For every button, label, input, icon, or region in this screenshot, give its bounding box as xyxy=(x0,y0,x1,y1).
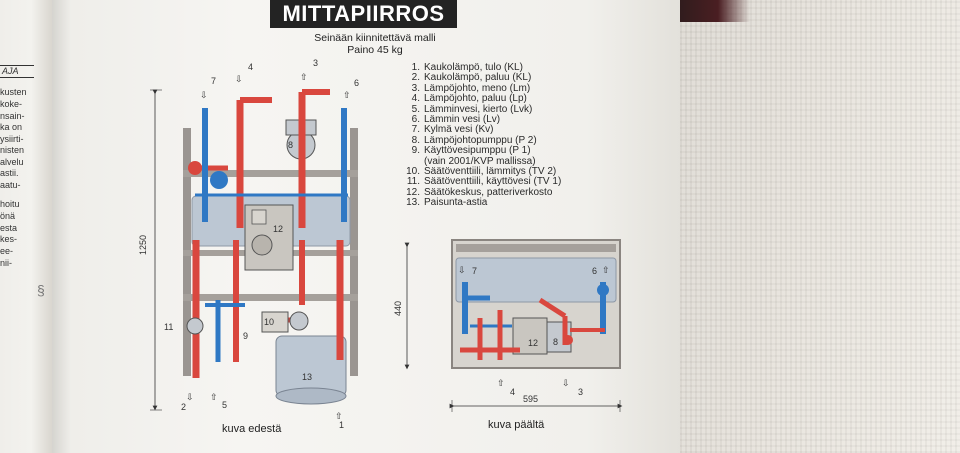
svg-text:⇧: ⇧ xyxy=(343,90,351,100)
front-height-dimension: 1250 xyxy=(138,235,148,255)
svg-text:⇧: ⇧ xyxy=(602,265,610,275)
legend-item: 11.Säätöventtiili, käyttövesi (TV 1) xyxy=(406,176,562,188)
svg-text:⇩: ⇩ xyxy=(562,378,570,388)
legend-item: 12.Säätökeskus, patteriverkosto xyxy=(406,186,553,198)
svg-text:⇩: ⇩ xyxy=(235,74,243,84)
left-page-fragment: nii- xyxy=(0,258,13,268)
top-callout-4: 4 xyxy=(510,387,515,397)
left-page-fragment: astii. xyxy=(0,168,19,178)
front-callout-8: 8 xyxy=(288,140,293,150)
left-page-fragment: koke- xyxy=(0,99,23,109)
binding-stitch-icon: § xyxy=(37,282,45,298)
top-height-dimension: 440 xyxy=(393,301,403,316)
top-width-dimension: 595 xyxy=(523,394,538,404)
front-callout-1: 1 xyxy=(339,420,344,430)
front-callout-5: 5 xyxy=(222,400,227,410)
legend-item: 13.Paisunta-astia xyxy=(406,197,488,209)
front-callout-6: 6 xyxy=(354,78,359,88)
svg-text:⇧: ⇧ xyxy=(300,72,308,82)
legend-item: 1.Kaukolämpö, tulo (KL) xyxy=(411,62,523,73)
front-callout-3: 3 xyxy=(313,58,318,68)
front-callout-12: 12 xyxy=(273,224,283,234)
left-page-fragment: ka on xyxy=(0,122,23,132)
top-callout-6: 6 xyxy=(592,266,597,276)
top-view-caption: kuva päältä xyxy=(488,419,545,431)
front-callout-10: 10 xyxy=(264,317,274,327)
front-callout-13: 13 xyxy=(302,372,312,382)
front-callout-11: 11 xyxy=(164,322,173,332)
tablecloth-background xyxy=(680,0,960,453)
left-page-fragment: hoitu xyxy=(0,199,20,209)
component-legend: 1.Kaukolämpö, tulo (KL) 2.Kaukolämpö, pa… xyxy=(398,62,562,209)
left-page-fragment: kes- xyxy=(0,234,18,244)
left-page-fragment: ee- xyxy=(0,246,14,256)
legend-item: 8.Lämpöjohtopumppu (P 2) xyxy=(411,134,537,146)
front-callout-9: 9 xyxy=(243,331,248,341)
top-callout-8: 8 xyxy=(553,337,558,347)
legend-item: 7.Kylmä vesi (Kv) xyxy=(411,124,494,136)
legend-item: 6.Lämmin vesi (Lv) xyxy=(411,113,501,125)
front-callout-2: 2 xyxy=(181,402,186,412)
top-callout-7: 7 xyxy=(472,266,477,276)
legend-item: 9.Käyttövesipumppu (P 1) xyxy=(411,145,531,157)
left-page-fragment: alvelu xyxy=(0,157,24,167)
top-view-diagram: 440 595 ⇩ ⇧ ⇧ ⇩ xyxy=(393,239,623,412)
front-callout-4: 4 xyxy=(248,62,253,72)
page-subtitle: Seinään kiinnitettävä malli xyxy=(314,32,436,44)
left-page-fragment: önä xyxy=(0,211,16,221)
top-callout-3: 3 xyxy=(578,387,583,397)
left-page-fragment: kusten xyxy=(0,87,27,97)
top-callout-12: 12 xyxy=(528,338,538,348)
legend-item: 10.Säätöventtiili, lämmitys (TV 2) xyxy=(406,165,557,177)
svg-text:⇩: ⇩ xyxy=(186,392,194,402)
svg-text:⇧: ⇧ xyxy=(210,392,218,402)
left-page-fragment: esta xyxy=(0,223,18,233)
left-page-heading: AJA xyxy=(0,65,34,78)
front-view-caption: kuva edestä xyxy=(222,423,282,435)
svg-text:⇧: ⇧ xyxy=(335,411,343,421)
legend-item: 5.Lämminvesi, kierto (Lvk) xyxy=(411,103,533,115)
weight-label: Paino 45 kg xyxy=(347,44,403,56)
legend-item: 2.Kaukolämpö, paluu (KL) xyxy=(411,72,532,84)
legend-item: (vain 2001/KVP mallissa) xyxy=(424,155,536,167)
left-page-fragment: nsain- xyxy=(0,111,25,121)
left-page-fragment: ysiirti- xyxy=(0,134,24,144)
legend-item: 3.Lämpöjohto, meno (Lm) xyxy=(411,82,531,94)
svg-text:⇩: ⇩ xyxy=(200,90,208,100)
svg-text:⇩: ⇩ xyxy=(458,265,466,275)
left-page-fragment: aatu- xyxy=(0,180,21,190)
left-page-fragment: nisten xyxy=(0,145,25,155)
front-view-diagram: 1250 xyxy=(138,72,358,421)
dark-fabric-corner xyxy=(670,0,750,22)
front-callout-7: 7 xyxy=(211,76,216,86)
legend-item: 4.Lämpöjohto, paluu (Lp) xyxy=(411,93,527,105)
page-title: MITTAPIIRROS xyxy=(270,0,457,28)
left-page: AJA kusten koke- nsain- ka on ysiirti- n… xyxy=(0,0,52,453)
svg-text:⇧: ⇧ xyxy=(497,378,505,388)
